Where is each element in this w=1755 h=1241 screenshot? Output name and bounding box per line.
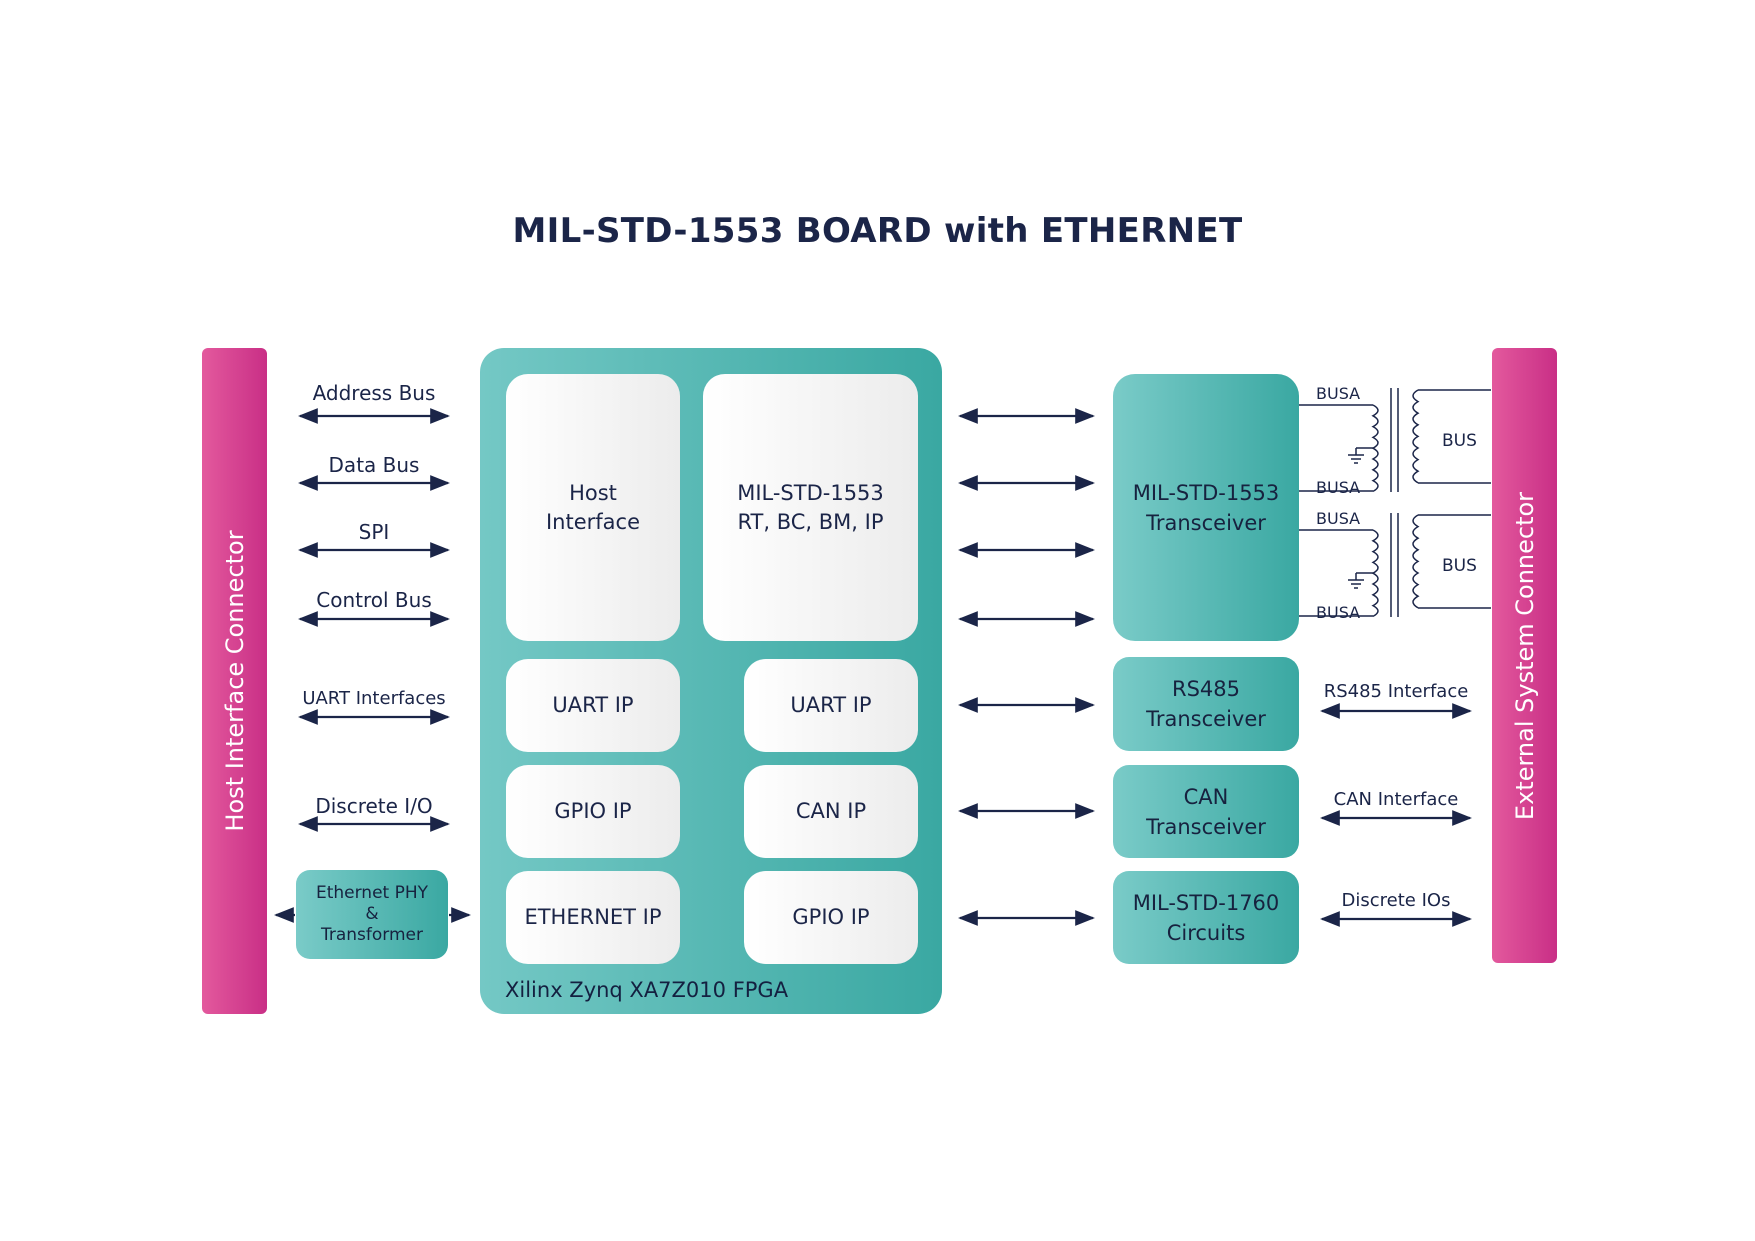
mil-std-1760-circuits: MIL-STD-1760 Circuits [1113,871,1299,964]
ethernet-ip: ETHERNET IP [506,871,680,964]
ethernet-phy-line-1: Ethernet PHY [315,883,429,903]
mil-core-line-1: MIL-STD-1553 [737,480,884,505]
mil1553-transceiver-line-2: Transceiver [1146,510,1266,535]
rs485-transceiver-line-1: RS485 [1171,677,1240,701]
bus-label-2: BUS [1442,556,1477,576]
can-transceiver-line-2: Transceiver [1146,814,1266,839]
host-interface-connector: Host Interface Connector [202,348,267,1014]
can-interface-label: CAN Interface [1333,789,1459,810]
fpga-label: Xilinx Zynq XA7Z010 FPGA [505,978,789,1002]
discrete-ios-label: Discrete IOs [1341,890,1451,911]
bus-label-1: BUS [1442,431,1477,451]
data-bus-label: Data Bus [328,453,420,477]
uart-ip-right: UART IP [744,659,918,752]
ethernet-phy-line-3: Transformer [320,925,423,945]
control-bus-label: Control Bus [316,588,432,612]
diagram-title: MIL-STD-1553 BOARD with ETHERNET [512,211,1243,251]
host-interface-ip: Host Interface [506,374,680,641]
busa-label-3: BUSA [1316,509,1361,528]
can-transceiver-line-1: CAN [1183,784,1229,809]
ethernet-phy-line-2: & [365,904,379,924]
can-transceiver: CAN Transceiver [1113,765,1299,858]
external-system-connector: External System Connector [1492,348,1557,963]
mil-core-line-2: RT, BC, BM, IP [737,509,884,534]
rs485-interface-label: RS485 Interface [1323,681,1469,702]
bus-transformer-1 [1299,388,1491,493]
can-ip: CAN IP [744,765,918,858]
mil-std-1553-transceiver: MIL-STD-1553 Transceiver [1113,374,1299,641]
spi-label: SPI [358,520,390,544]
mil-std-1553-core-ip: MIL-STD-1553 RT, BC, BM, IP [703,374,918,641]
ethernet-phy-transformer-box: Ethernet PHY & Transformer [296,870,448,959]
mil1553-transceiver-line-1: MIL-STD-1553 [1132,480,1280,505]
mil1760-line-1: MIL-STD-1760 [1132,890,1280,915]
gpio-ip-left: GPIO IP [506,765,680,858]
busa-label-1: BUSA [1316,384,1361,403]
bus-transformer-2 [1299,513,1491,618]
uart-ip-left: UART IP [506,659,680,752]
mil1760-line-2: Circuits [1166,920,1246,945]
discrete-io-label: Discrete I/O [315,794,433,818]
busa-label-2: BUSA [1316,478,1361,497]
rs485-transceiver: RS485 Transceiver [1113,657,1299,751]
address-bus-label: Address Bus [312,381,436,405]
host-interface-line-1: Host [569,480,617,505]
rs485-transceiver-line-2: Transceiver [1146,707,1266,731]
host-interface-line-2: Interface [545,509,641,534]
busa-label-4: BUSA [1316,603,1361,622]
uart-interfaces-label: UART Interfaces [302,688,446,709]
gpio-ip-right: GPIO IP [744,871,918,964]
